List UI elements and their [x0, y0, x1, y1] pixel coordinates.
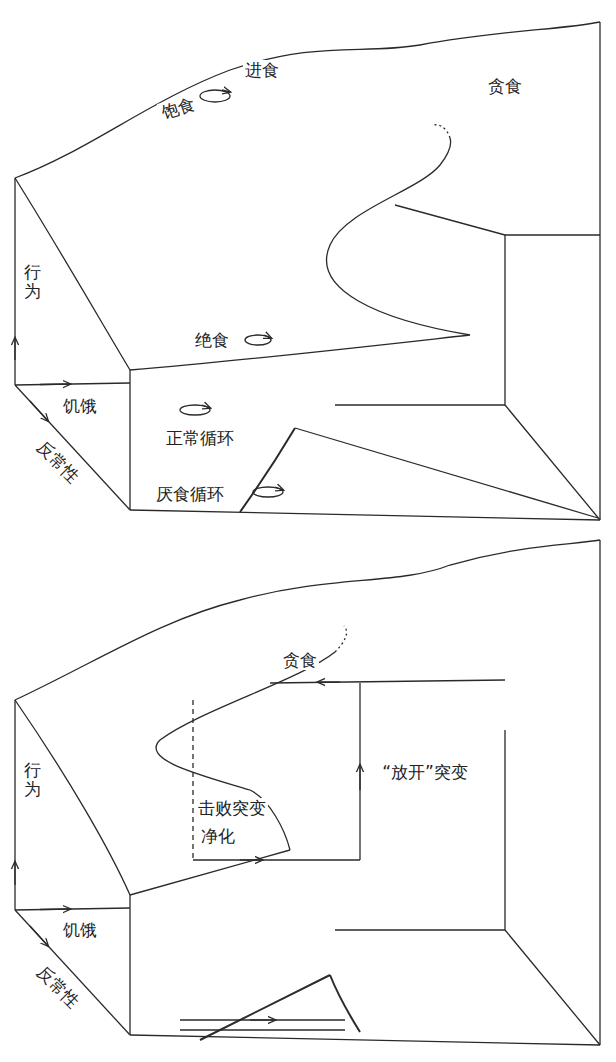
axis-arrows: [14, 862, 15, 885]
bottom-box: [14, 700, 15, 910]
hysteresis-cycle: [359, 765, 360, 790]
fold-surface: [130, 626, 347, 895]
cusp-projection: [250, 1019, 275, 1020]
top-box: [14, 178, 15, 385]
bottom-box: [335, 929, 505, 930]
fold-surface: [130, 850, 290, 895]
bottom-box: [129, 895, 130, 1035]
bottom-box: [599, 540, 600, 1045]
region-label: 厌食循环: [154, 484, 226, 504]
cycle-loops: [222, 90, 230, 92]
cycle-loops: [264, 335, 271, 338]
hysteresis-cycle: [193, 859, 360, 860]
bottom-box: [15, 540, 600, 700]
region-label: 饱食: [157, 92, 199, 123]
top-box: [15, 385, 130, 510]
top-box: [15, 178, 130, 370]
cusp-projection: [240, 428, 295, 512]
fold-surface: [130, 125, 470, 370]
cusp-projection: [180, 1019, 345, 1020]
region-label: 饥饿: [61, 920, 99, 940]
hysteresis-cycle: [193, 680, 505, 860]
top-box: [335, 404, 505, 405]
axis-arrows: [15, 862, 130, 946]
fold-surface: [130, 138, 470, 370]
axis-arrows: [15, 338, 130, 421]
hysteresis-cycle: [359, 683, 360, 860]
cycle-loops: [202, 405, 210, 408]
cusp-projection: [240, 428, 598, 518]
cycle-loops: [275, 487, 283, 490]
axis-arrows: [15, 383, 130, 385]
bottom-box: [15, 700, 130, 895]
fold-surface: [335, 626, 347, 652]
top-box: [395, 205, 600, 235]
top-box: [130, 510, 600, 520]
hysteresis-cycle: [318, 681, 340, 682]
fold-surface: [432, 125, 450, 138]
top-box: [129, 370, 130, 510]
top-box: [15, 22, 600, 520]
top-box: [505, 235, 600, 520]
bottom-box: [505, 730, 600, 1045]
region-label: 进食: [243, 60, 281, 80]
axis-arrows: [14, 338, 15, 360]
region-label: 击败突变: [196, 798, 268, 818]
cycle-loops: [180, 405, 210, 415]
axis-arrows: [15, 908, 130, 910]
region-label: 净化: [199, 826, 237, 846]
bottom-box: [15, 910, 130, 1035]
cycle-loops: [253, 487, 283, 497]
axis-label: 行为: [24, 261, 41, 302]
axis-arrows: [40, 383, 70, 385]
region-label: 饥饿: [61, 396, 99, 416]
axis-arrows: [40, 908, 70, 910]
top-box: [15, 22, 600, 178]
region-label: 反常性: [31, 960, 84, 1013]
region-label: 反常性: [31, 435, 84, 488]
cusp-projection: [180, 1029, 345, 1030]
region-label: 贪食: [281, 650, 319, 670]
cycle-loops: [200, 90, 230, 102]
region-label: “放开”突变: [380, 762, 470, 782]
cusp-projection: [330, 975, 360, 1032]
bottom-box: [15, 540, 600, 1045]
axis-label: 行为: [24, 759, 41, 800]
hysteresis-cycle: [192, 700, 193, 860]
top-box: [599, 22, 600, 520]
hysteresis-cycle: [240, 859, 262, 860]
hysteresis-cycle: [270, 680, 505, 683]
cusp-projection: [180, 975, 360, 1040]
axis-arrows: [30, 401, 48, 421]
fold-surface: [156, 652, 335, 850]
region-label: 贪食: [486, 76, 524, 96]
region-label: 绝食: [193, 330, 231, 350]
region-label: 正常循环: [164, 428, 236, 448]
cycle-loops: [245, 335, 271, 345]
cusp-projection: [295, 428, 598, 518]
axis-arrows: [30, 926, 48, 946]
